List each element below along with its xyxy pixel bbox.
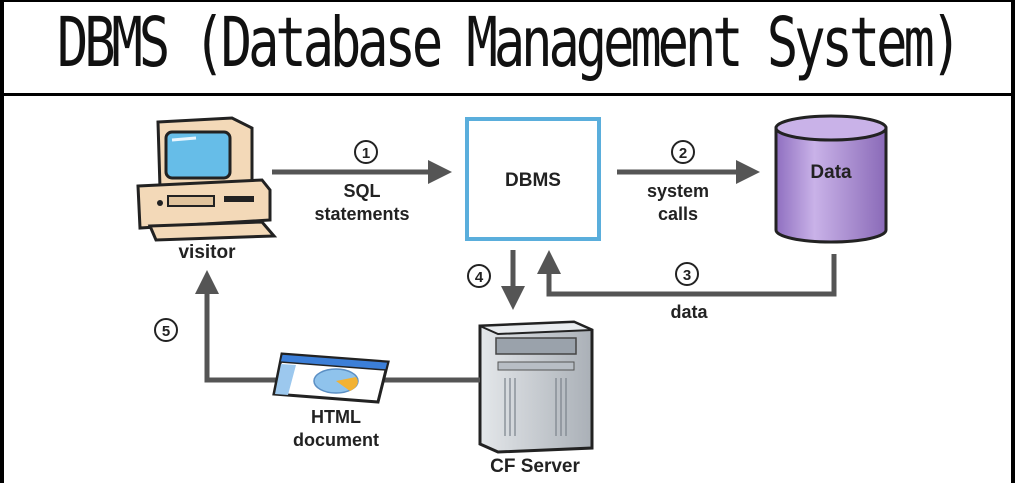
- title-divider: [4, 93, 1011, 96]
- step-2-label-line-2: calls: [658, 204, 698, 224]
- step-3-label-line-1: data: [670, 302, 708, 322]
- step-3-number: 3: [683, 267, 691, 284]
- data-label: Data: [810, 162, 852, 183]
- step-2-label-line-1: system: [647, 181, 709, 201]
- step-1-label-line-1: SQL: [343, 181, 380, 201]
- step-1-label-line-2: statements: [314, 204, 409, 224]
- page-title: DBMS (Database Management System): [56, 4, 962, 84]
- arrow-server-to-visitor: [195, 270, 480, 383]
- dbms-box: [465, 117, 601, 241]
- document-label-line-2: document: [293, 430, 379, 450]
- arrow-data-return: [537, 250, 837, 297]
- cf-server-label: CF Server: [490, 456, 580, 477]
- visitor-label: visitor: [178, 242, 236, 263]
- html-document-icon: [272, 352, 390, 404]
- step-4-number: 4: [475, 269, 484, 286]
- document-label-line-1: HTML: [311, 407, 361, 427]
- cf-server-icon: [478, 320, 594, 454]
- step-1-number: 1: [362, 145, 370, 162]
- arrow-system-calls: [617, 160, 760, 184]
- data-cylinder-icon: [774, 114, 888, 244]
- visitor-computer-icon: [136, 116, 278, 242]
- step-5-number: 5: [162, 323, 170, 340]
- step-2-number: 2: [679, 145, 687, 162]
- dbms-label: DBMS: [505, 170, 561, 191]
- arrow-sql-statements: [272, 160, 452, 184]
- arrow-dbms-to-server: [501, 250, 525, 310]
